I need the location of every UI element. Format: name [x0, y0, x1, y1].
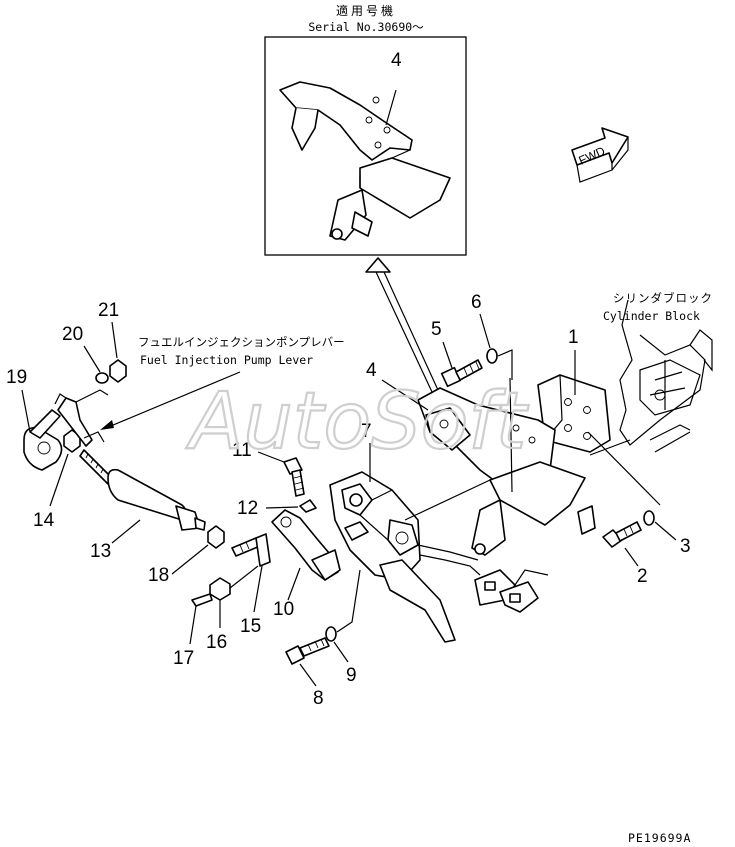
- washer-9: [325, 626, 337, 642]
- leader-9: [333, 641, 349, 663]
- watermark: AutoSoft: [185, 377, 529, 467]
- nut-18: [207, 525, 225, 549]
- inset-bracket-drawing: [279, 81, 451, 241]
- callout-17: 17: [173, 648, 194, 669]
- ball-joint-19: [23, 409, 63, 471]
- leader-19: [21, 389, 31, 433]
- leader-13: [111, 519, 141, 544]
- callout-4: 4: [366, 360, 377, 381]
- bolt-2: [602, 521, 642, 548]
- wire-connector: [474, 569, 549, 613]
- fuel-lever-jp: フュエルインジェクションポンプレバー: [138, 335, 345, 349]
- callout-2: 2: [637, 566, 648, 587]
- ref-line-7: [404, 479, 491, 521]
- washer-12: [299, 499, 317, 513]
- pin-15: [231, 533, 271, 567]
- callout-10: 10: [273, 599, 294, 620]
- leader-17: [189, 605, 197, 645]
- bolt-11: [283, 457, 305, 497]
- leader-14: [49, 453, 69, 507]
- rod-13: [79, 449, 206, 531]
- callout-12: 12: [237, 498, 258, 519]
- cylinder-block-drawing: [619, 299, 713, 453]
- callout-19: 19: [6, 367, 27, 388]
- washer-6: [486, 348, 498, 364]
- bolt-5: [440, 359, 483, 388]
- leader-12: [265, 506, 299, 509]
- lever-10: [271, 509, 341, 581]
- leader-11: [257, 451, 285, 463]
- ref-line-plate: [587, 431, 661, 506]
- fuel-lever-en: Fuel Injection Pump Lever: [140, 353, 313, 367]
- accelerator-assembly-7: [329, 471, 481, 643]
- callout-4-inset: 4: [391, 50, 402, 71]
- callout-14: 14: [33, 510, 55, 531]
- nut-16: [209, 577, 231, 601]
- callout-5: 5: [431, 319, 442, 340]
- leader-10: [287, 567, 301, 601]
- inset-reference-arrow: [365, 257, 439, 393]
- leader-5-6-ref: [497, 349, 513, 380]
- callout-9: 9: [346, 665, 357, 686]
- callout-3: 3: [680, 536, 691, 557]
- leader-6: [479, 313, 491, 349]
- cylinder-block-en: Cylinder Block: [603, 309, 700, 323]
- nut-21: [109, 359, 127, 383]
- fuel-lever-arrowhead: [100, 420, 114, 430]
- callout-1: 1: [568, 327, 579, 348]
- fwd-arrow-icon: [571, 127, 629, 183]
- leader-8: [299, 663, 317, 687]
- bolt-8: [285, 637, 330, 665]
- nut-14: [63, 429, 81, 453]
- callout-6: 6: [471, 292, 482, 313]
- callout-16: 16: [206, 632, 227, 653]
- leader-15: [253, 565, 263, 613]
- inset-serial: Serial No.30690〜: [308, 20, 424, 34]
- cylinder-block-jp: シリンダブロック: [613, 291, 713, 305]
- washer-20: [95, 372, 109, 384]
- leader-5: [442, 341, 453, 369]
- inset-title: 適用号機: [336, 3, 396, 18]
- footer-code: PE19699A: [628, 831, 691, 845]
- callout-18: 18: [148, 565, 169, 586]
- leader-4: [381, 379, 429, 411]
- ref-line-9: [336, 569, 361, 633]
- pump-lever-drawing: [54, 389, 109, 447]
- fuel-lever-pointer: [105, 371, 241, 429]
- callout-7: 7: [361, 421, 372, 442]
- main-bracket-drawing: [417, 374, 611, 556]
- callout-15: 15: [240, 616, 261, 637]
- leader-18: [171, 544, 209, 575]
- leader-2: [624, 547, 639, 567]
- callout-20: 20: [62, 324, 83, 345]
- ref-line-16: [229, 565, 259, 589]
- callout-8: 8: [313, 688, 324, 709]
- leader-20: [83, 345, 101, 373]
- washer-3: [643, 510, 655, 526]
- callout-21: 21: [98, 300, 119, 321]
- callout-13: 13: [90, 541, 111, 562]
- callout-11: 11: [232, 440, 252, 461]
- leader-21: [111, 321, 118, 359]
- inset-frame: [264, 36, 467, 256]
- cotter-pin-17: [191, 593, 213, 607]
- leader-3: [654, 521, 677, 541]
